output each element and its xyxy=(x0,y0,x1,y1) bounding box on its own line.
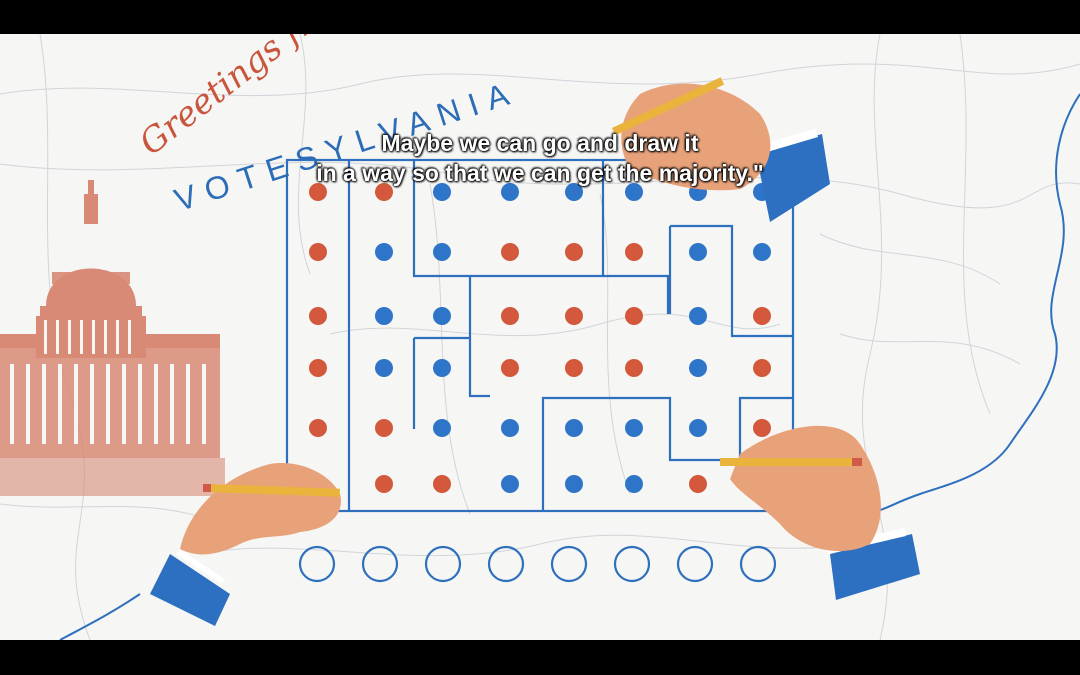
red-voter-dot xyxy=(565,359,583,377)
subtitle-line-2: in a way so that we can get the majority… xyxy=(316,160,764,186)
red-voter-dot xyxy=(309,307,327,325)
empty-district-circles xyxy=(298,545,777,583)
empty-district-circle xyxy=(676,545,714,583)
red-voter-dot xyxy=(625,359,643,377)
blue-voter-dot xyxy=(565,419,583,437)
map-background xyxy=(0,34,1080,640)
blue-voter-dot xyxy=(501,183,519,201)
hand-bottom-left xyxy=(150,463,341,626)
empty-district-circle xyxy=(613,545,651,583)
red-voter-dot xyxy=(309,419,327,437)
blue-voter-dot xyxy=(625,419,643,437)
red-voter-dot xyxy=(433,475,451,493)
red-voter-dot xyxy=(309,359,327,377)
blue-voter-dot xyxy=(689,307,707,325)
blue-voter-dot xyxy=(501,419,519,437)
red-voter-dot xyxy=(375,419,393,437)
red-voter-dot xyxy=(689,475,707,493)
blue-voter-dot xyxy=(433,419,451,437)
animation-scene: Greetings from VOTESYLVANIA Maybe we can… xyxy=(0,34,1080,640)
empty-district-circle xyxy=(550,545,588,583)
blue-voter-dot xyxy=(433,243,451,261)
blue-voter-dot xyxy=(501,475,519,493)
red-voter-dot xyxy=(309,183,327,201)
map-illustration xyxy=(0,34,1080,640)
empty-district-circle xyxy=(424,545,462,583)
empty-district-circle xyxy=(487,545,525,583)
blue-voter-dot xyxy=(565,475,583,493)
red-voter-dot xyxy=(565,307,583,325)
hand-top-right xyxy=(612,77,830,222)
capitol-illustration xyxy=(0,180,225,496)
blue-voter-dot xyxy=(433,307,451,325)
red-voter-dot xyxy=(501,359,519,377)
subtitle-line-1: Maybe we can go and draw it xyxy=(381,130,699,156)
red-voter-dot xyxy=(565,243,583,261)
district-grid xyxy=(285,158,795,513)
red-voter-dot xyxy=(625,307,643,325)
blue-voter-dot xyxy=(375,307,393,325)
blue-voter-dot xyxy=(565,183,583,201)
red-voter-dot xyxy=(501,307,519,325)
blue-voter-dot xyxy=(689,243,707,261)
red-voter-dot xyxy=(753,419,771,437)
capitol-columns xyxy=(10,320,206,444)
red-voter-dot xyxy=(375,475,393,493)
blue-voter-dot xyxy=(753,243,771,261)
voter-dots xyxy=(309,183,771,493)
empty-district-circle xyxy=(739,545,777,583)
blue-voter-dot xyxy=(625,183,643,201)
red-voter-dot xyxy=(625,243,643,261)
blue-voter-dot xyxy=(375,243,393,261)
state-border-south xyxy=(59,593,141,640)
blue-voter-dot xyxy=(375,359,393,377)
red-voter-dot xyxy=(375,183,393,201)
blue-voter-dot xyxy=(433,359,451,377)
blue-voter-dot xyxy=(689,359,707,377)
state-border-east xyxy=(869,93,1080,512)
empty-district-circle xyxy=(298,545,336,583)
red-voter-dot xyxy=(309,243,327,261)
empty-district-circle xyxy=(361,545,399,583)
red-voter-dot xyxy=(753,359,771,377)
blue-voter-dot xyxy=(625,475,643,493)
hand-bottom-right xyxy=(720,425,920,600)
blue-voter-dot xyxy=(689,419,707,437)
red-voter-dot xyxy=(753,307,771,325)
blue-voter-dot xyxy=(433,183,451,201)
red-voter-dot xyxy=(501,243,519,261)
